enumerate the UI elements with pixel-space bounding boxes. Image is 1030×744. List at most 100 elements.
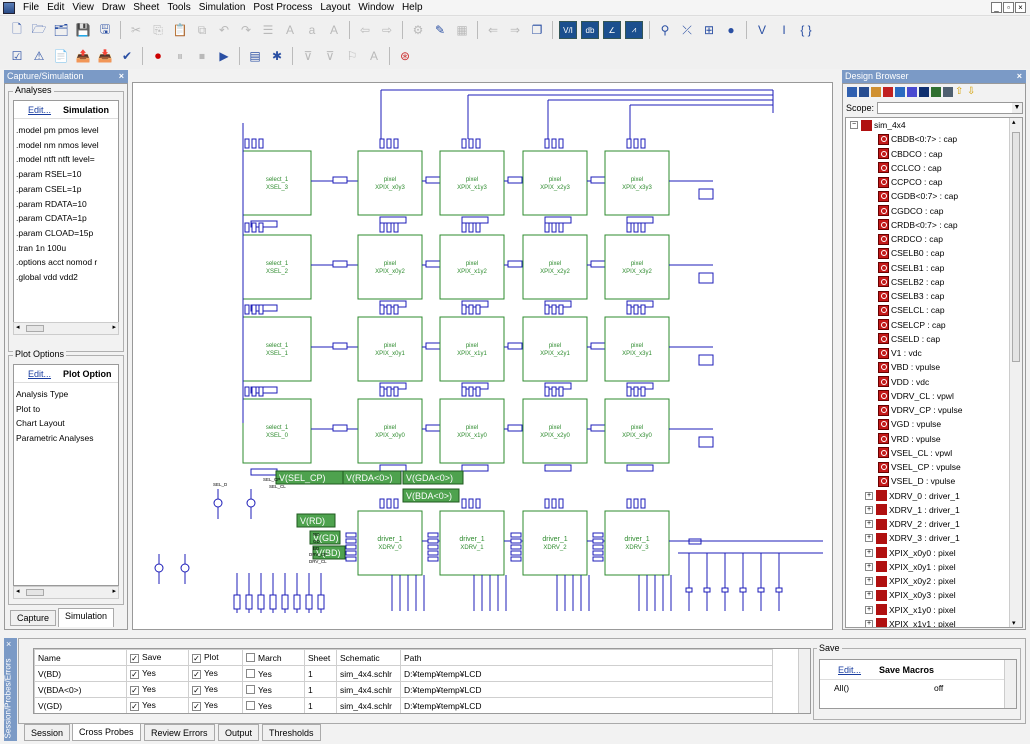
col-save[interactable]: Save (127, 650, 189, 666)
table-icon[interactable]: ▤ (246, 47, 264, 65)
expand-icon[interactable]: + (865, 520, 873, 528)
tree-item[interactable]: CBDCO : cap (878, 147, 1022, 161)
expand-icon[interactable]: + (865, 606, 873, 614)
browser-tool-icon[interactable] (895, 87, 905, 97)
tree-item[interactable]: VGD : vpulse (878, 417, 1022, 431)
checklist-icon[interactable]: ☑ (8, 47, 26, 65)
grid-icon[interactable]: ▦ (453, 21, 471, 39)
down-arrow-icon[interactable]: ⇩ (967, 87, 977, 97)
tree-item[interactable]: CGDB<0:7> : cap (878, 189, 1022, 203)
probes-vscrollbar[interactable] (798, 649, 811, 714)
font-smaller-icon[interactable]: a (303, 21, 321, 39)
expand-icon[interactable]: + (865, 534, 873, 542)
op-icon[interactable]: ▶ (215, 47, 233, 65)
tab-cross-probes[interactable]: Cross Probes (72, 724, 141, 741)
flag-icon[interactable]: ⚐ (343, 47, 361, 65)
run-icon[interactable]: ⏺ (149, 47, 167, 65)
minimize-button[interactable]: _ (991, 2, 1002, 13)
label-icon[interactable]: A (365, 47, 383, 65)
plot-edit-link[interactable]: Edit... (28, 369, 51, 379)
pause-icon[interactable]: ⏸ (171, 47, 189, 65)
browser-tool-icon[interactable] (859, 87, 869, 97)
tree-item[interactable]: VDD : vdc (878, 375, 1022, 389)
import-icon[interactable]: 📥 (96, 47, 114, 65)
paste-icon[interactable]: 📋 (171, 21, 189, 39)
schematic-canvas[interactable]: select_1XSEL_3pixelXPIX_x0y3pixelXPIX_x1… (132, 82, 833, 630)
duplicate-icon[interactable]: ⧉ (193, 21, 211, 39)
new-file-icon[interactable]: 🗋 (8, 21, 26, 39)
analyses-edit-link[interactable]: Edit... (28, 105, 51, 115)
analyses-hscrollbar[interactable]: ◂ ▸ (13, 322, 119, 335)
chart-icon[interactable]: ⊞ (700, 21, 718, 39)
checkbox[interactable] (192, 702, 201, 711)
v-icon[interactable]: V (753, 21, 771, 39)
close-icon[interactable]: × (119, 70, 124, 83)
tree-subcircuit-item[interactable]: +XDRV_1 : driver_1 (865, 503, 1022, 517)
tree-item[interactable]: VRD : vpulse (878, 432, 1022, 446)
sweep-icon[interactable]: { } (797, 21, 815, 39)
checkbox[interactable] (192, 670, 201, 679)
tree-item[interactable]: CBDB<0:7> : cap (878, 132, 1022, 146)
tree-item[interactable]: VSEL_D : vpulse (878, 474, 1022, 488)
tree-item[interactable]: CCPCO : cap (878, 175, 1022, 189)
tree-item[interactable]: CSELB1 : cap (878, 261, 1022, 275)
waveform-icon[interactable]: ⩘ (625, 21, 643, 39)
menu-draw[interactable]: Draw (98, 0, 129, 16)
tree-item[interactable]: CSELB2 : cap (878, 275, 1022, 289)
menu-sheet[interactable]: Sheet (129, 0, 163, 16)
probe-icon[interactable]: ⚲ (656, 21, 674, 39)
menu-window[interactable]: Window (354, 0, 398, 16)
i-icon[interactable]: I (775, 21, 793, 39)
checkbox[interactable] (246, 685, 255, 694)
tree-item[interactable]: CSELB0 : cap (878, 246, 1022, 260)
expand-icon[interactable]: + (865, 620, 873, 628)
expand-icon[interactable]: + (865, 506, 873, 514)
help-icon[interactable]: ⊛ (396, 47, 414, 65)
save-all-icon[interactable]: 🖫 (96, 21, 114, 39)
save-icon[interactable]: 💾 (74, 21, 92, 39)
redo-icon[interactable]: ↷ (237, 21, 255, 39)
tree-item[interactable]: VBD : vpulse (878, 360, 1022, 374)
menu-view[interactable]: View (68, 0, 98, 16)
tab-capture[interactable]: Capture (10, 610, 56, 626)
back-icon[interactable]: ⇐ (484, 21, 502, 39)
tree-item[interactable]: CSELCP : cap (878, 318, 1022, 332)
col-plot[interactable]: Plot (189, 650, 243, 666)
tree-subcircuit-item[interactable]: +XPIX_x0y0 : pixel (865, 546, 1022, 560)
filter-icon[interactable]: ⊽ (321, 47, 339, 65)
restore-button[interactable]: ▫ (1003, 2, 1014, 13)
netlist-icon[interactable]: 📄 (52, 47, 70, 65)
forward-icon[interactable]: ⇒ (506, 21, 524, 39)
browser-tool-icon[interactable] (919, 87, 929, 97)
down-arrow-icon[interactable]: ⊽ (299, 47, 317, 65)
open-recent-icon[interactable]: 🗂 (52, 21, 70, 39)
col-sheet[interactable]: Sheet (305, 650, 337, 666)
expand-icon[interactable]: + (865, 549, 873, 557)
browser-tool-icon[interactable] (871, 87, 881, 97)
phase-icon[interactable]: ∠ (603, 21, 621, 39)
probe-row[interactable]: V(BD)YesYesYes1sim_4x4.schlrD:¥temp¥temp… (35, 666, 773, 682)
tree-subcircuit-item[interactable]: +XPIX_x0y2 : pixel (865, 574, 1022, 588)
menu-tools[interactable]: Tools (163, 0, 194, 16)
checkbox[interactable] (130, 670, 139, 679)
plot-hscrollbar[interactable]: ◂ ▸ (13, 586, 119, 599)
tree-subcircuit-item[interactable]: +XDRV_2 : driver_1 (865, 517, 1022, 531)
symbol-icon[interactable]: ⚙ (409, 21, 427, 39)
menu-post-process[interactable]: Post Process (249, 0, 316, 16)
cut-icon[interactable]: ✂ (127, 21, 145, 39)
collapse-icon[interactable]: − (850, 121, 858, 129)
open-file-icon[interactable]: 🗁 (30, 21, 48, 39)
tab-simulation[interactable]: Simulation (58, 608, 114, 627)
tree-item[interactable]: VSEL_CP : vpulse (878, 460, 1022, 474)
ball-icon[interactable]: ● (722, 21, 740, 39)
tree-item[interactable]: CRDCO : cap (878, 232, 1022, 246)
chevron-down-icon[interactable]: ▼ (1012, 103, 1022, 113)
tree-subcircuit-item[interactable]: +XDRV_3 : driver_1 (865, 531, 1022, 545)
tree-subcircuit-item[interactable]: +XDRV_0 : driver_1 (865, 489, 1022, 503)
expand-icon[interactable]: + (865, 492, 873, 500)
checkbox[interactable] (130, 686, 139, 695)
browser-tool-icon[interactable] (931, 87, 941, 97)
menu-help[interactable]: Help (398, 0, 427, 16)
tree-item[interactable]: CSELD : cap (878, 332, 1022, 346)
tree-item[interactable]: VDRV_CP : vpulse (878, 403, 1022, 417)
